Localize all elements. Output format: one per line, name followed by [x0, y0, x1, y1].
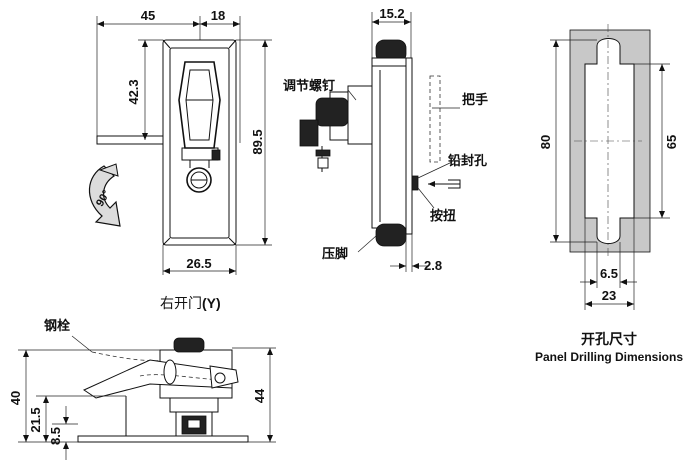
- dim-26-5: 26.5: [186, 256, 211, 271]
- side-view: 15.2 调节螺钉 把手 铅封孔 按扭 压脚: [283, 6, 488, 273]
- dim-40: 40: [8, 391, 23, 405]
- tilted-handle: [82, 359, 233, 399]
- button-part: [411, 175, 419, 191]
- cutout-title-cn: 开孔尺寸: [581, 331, 637, 347]
- front-view: 45 18 42.3 89.5: [88, 8, 272, 275]
- caption-right-door: 右开门(Y): [160, 295, 221, 311]
- adjust-screw: [315, 97, 349, 127]
- label-handle: 把手: [462, 92, 488, 107]
- dim-42-3: 42.3: [126, 79, 141, 104]
- dim-65: 65: [664, 135, 679, 149]
- press-foot-knob: [375, 223, 407, 247]
- hidden-handle: [429, 75, 441, 163]
- label-bolt: 钢栓: [44, 318, 70, 333]
- top-knob-bottom: [173, 337, 205, 353]
- label-seal-hole: 铅封孔: [448, 153, 487, 168]
- cutout-title-en: Panel Drilling Dimensions: [535, 350, 683, 364]
- lock-body: [162, 39, 237, 246]
- keyhole-circle: [186, 167, 212, 193]
- base-plate: [77, 435, 249, 443]
- rotation-arrow-icon: [88, 163, 121, 227]
- dim-80: 80: [538, 135, 553, 149]
- dim-44: 44: [252, 388, 267, 403]
- bottom-view: 右开门(Y) 钢栓 40 21.5 8.5: [8, 295, 276, 460]
- dim-2-8: 2.8: [424, 258, 442, 273]
- front-flange: [405, 57, 413, 235]
- handle-bar: [96, 135, 164, 145]
- dim-15-2: 15.2: [379, 6, 404, 21]
- dim-89-5: 89.5: [250, 129, 265, 154]
- dim-8-5: 8.5: [48, 427, 63, 445]
- label-press-foot: 压脚: [322, 246, 348, 261]
- label-adjust-screw: 调节螺钉: [283, 78, 335, 93]
- dim-6-5: 6.5: [600, 266, 618, 281]
- caption-suffix: (Y): [202, 295, 221, 311]
- side-plate: [371, 63, 407, 229]
- dim-18: 18: [211, 8, 225, 23]
- dim-23: 23: [602, 288, 616, 303]
- dim-21-5: 21.5: [28, 407, 43, 432]
- caption-prefix: 右开门: [160, 295, 202, 311]
- label-button: 按扭: [430, 208, 456, 223]
- panel-cutout-view: 80 65 6.5 23 开孔尺寸 Panel Drilling Dimensi…: [535, 24, 683, 364]
- dim-45: 45: [141, 8, 155, 23]
